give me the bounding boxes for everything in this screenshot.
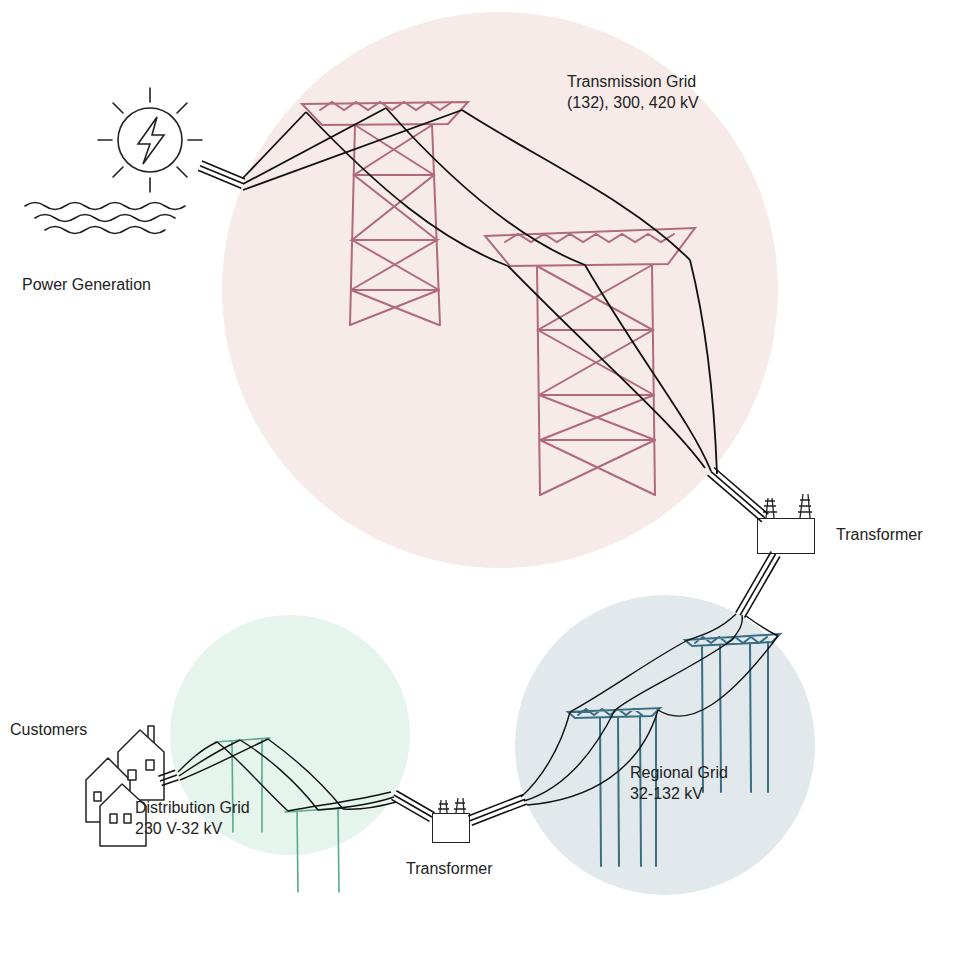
wire <box>708 475 762 522</box>
node-label: Customers <box>10 720 87 741</box>
power-line <box>391 791 434 822</box>
wire <box>198 170 241 188</box>
wire <box>740 554 775 615</box>
power-line <box>468 795 527 826</box>
wire <box>394 795 432 817</box>
transformer-box: Transformer <box>432 813 470 843</box>
node-label: Transformer <box>836 525 923 546</box>
wire <box>736 551 771 612</box>
node-label: Distribution Grid 230 V-32 kV <box>135 798 275 840</box>
grid-circle: Regional Grid 32-132 kV <box>515 595 815 895</box>
sun-icon <box>25 88 202 234</box>
grid-circle: Distribution Grid 230 V-32 kV <box>170 615 410 855</box>
wire <box>472 804 527 825</box>
power-line <box>708 467 769 521</box>
node-label: Power Generation <box>22 275 151 296</box>
node-label: Transmission Grid (132), 300, 420 kV <box>567 72 727 114</box>
grid-circle: Transmission Grid (132), 300, 420 kV <box>222 12 778 568</box>
node-label: Transformer <box>406 859 493 880</box>
wire <box>158 770 175 776</box>
transformer-box: Transformer <box>757 518 815 554</box>
wire <box>396 791 434 813</box>
wire <box>470 799 525 820</box>
wire <box>714 467 768 514</box>
wire <box>468 795 523 816</box>
wire <box>391 799 429 821</box>
power-line <box>736 551 780 617</box>
wire <box>160 775 177 781</box>
power-line <box>198 161 245 188</box>
wire <box>711 471 765 518</box>
wire <box>162 780 179 786</box>
node-label: Regional Grid 32-132 kV <box>630 763 745 805</box>
